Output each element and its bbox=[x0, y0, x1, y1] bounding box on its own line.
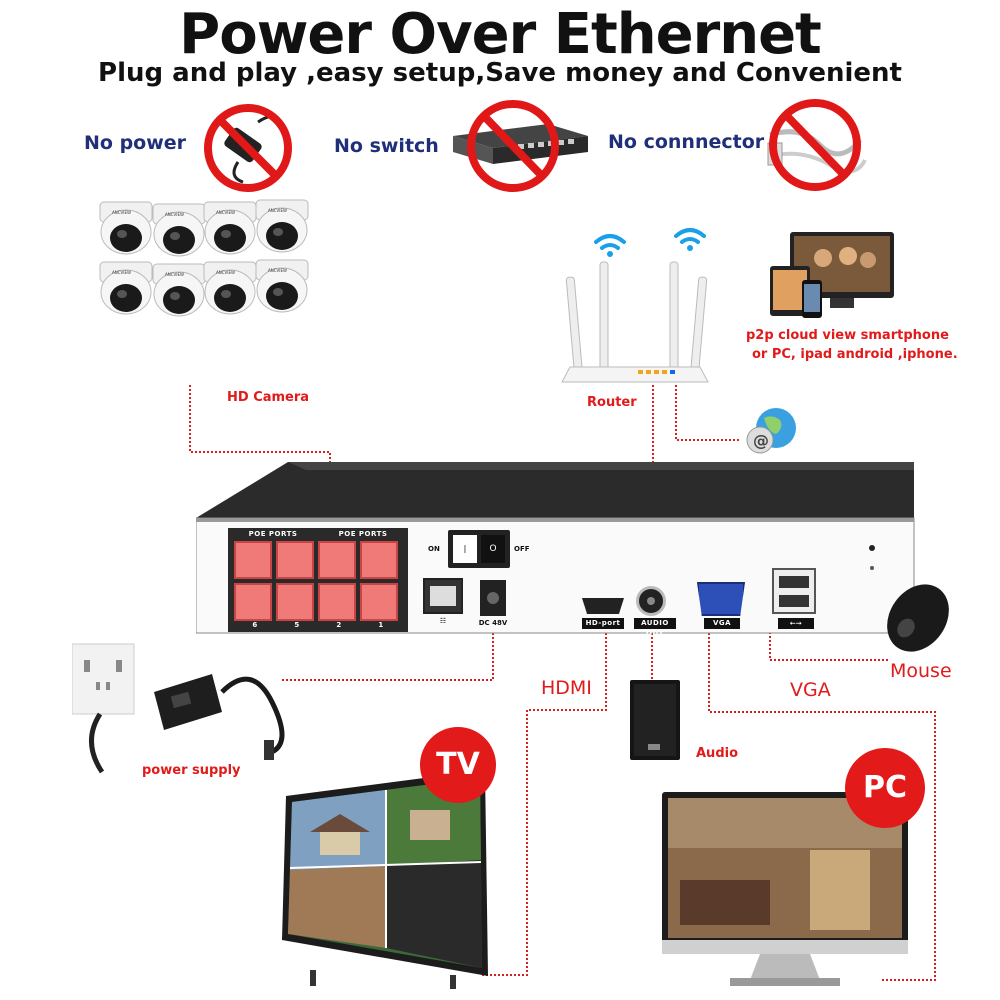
port-num-6: 6 bbox=[252, 621, 258, 629]
hd-port-label: HD-port bbox=[585, 619, 621, 627]
vga-port-label: VGA bbox=[712, 619, 732, 627]
page-title: Power Over Ethernet bbox=[179, 2, 822, 67]
p2p-label-line1: p2p cloud view smartphone bbox=[746, 328, 949, 343]
svg-text:@: @ bbox=[753, 431, 769, 450]
no-power-label: No power bbox=[84, 132, 187, 154]
power-switch[interactable]: | O bbox=[448, 530, 510, 568]
no-switch-icon bbox=[453, 100, 588, 192]
port-num-5: 5 bbox=[294, 621, 300, 629]
lan-port[interactable] bbox=[423, 578, 463, 614]
router-label: Router bbox=[587, 395, 637, 410]
poe-ports-label-right: POE PORTS bbox=[338, 530, 388, 538]
lan-port-icon: ☷ bbox=[439, 617, 447, 625]
no-connector-label: No connnector bbox=[608, 131, 765, 153]
dc-label: DC 48V bbox=[478, 619, 508, 627]
poe-port-5[interactable] bbox=[276, 541, 314, 579]
poe-port-2[interactable] bbox=[318, 541, 356, 579]
poe-port-3[interactable] bbox=[360, 583, 398, 621]
tv-badge: TV bbox=[420, 727, 496, 803]
pc-badge: PC bbox=[845, 748, 925, 828]
no-power-adapter-icon bbox=[204, 104, 292, 192]
dc-power-jack[interactable] bbox=[480, 580, 506, 616]
view-devices-icon bbox=[770, 232, 894, 318]
vga-label: VGA bbox=[790, 679, 831, 701]
vga-port[interactable] bbox=[697, 582, 745, 616]
usb-icon: ⭠⭢ bbox=[789, 619, 803, 627]
port-num-2: 2 bbox=[336, 621, 342, 629]
poe-ports-panel: POE PORTS POE PORTS 6 5 2 1 bbox=[228, 528, 408, 632]
hd-camera-label: HD Camera bbox=[227, 390, 310, 405]
power-supply-icon bbox=[72, 643, 285, 774]
audio-label: Audio bbox=[696, 746, 739, 761]
no-switch-label: No switch bbox=[334, 135, 439, 157]
poe-port-1[interactable] bbox=[360, 541, 398, 579]
hdmi-port[interactable] bbox=[582, 598, 624, 614]
power-supply-label: power supply bbox=[142, 763, 241, 778]
mouse-label: Mouse bbox=[890, 660, 952, 682]
off-label: OFF bbox=[514, 545, 530, 553]
on-label: ON bbox=[428, 545, 440, 553]
router-icon bbox=[561, 228, 709, 383]
tv-icon bbox=[282, 770, 488, 989]
page-subtitle: Plug and play ,easy setup,Save money and… bbox=[98, 58, 902, 88]
port-num-1: 1 bbox=[378, 621, 384, 629]
poe-port-6[interactable] bbox=[234, 541, 272, 579]
speaker-icon bbox=[630, 680, 680, 760]
internet-globe-icon: @ bbox=[746, 408, 796, 454]
poe-port-8[interactable] bbox=[234, 583, 272, 621]
hdmi-label: HDMI bbox=[541, 677, 592, 699]
mouse-icon bbox=[887, 584, 949, 652]
p2p-label-line2: or PC, ipad android ,iphone. bbox=[752, 347, 958, 362]
no-connector-icon bbox=[767, 99, 867, 191]
poe-ports-label-left: POE PORTS bbox=[248, 530, 298, 538]
audio-out-jack[interactable] bbox=[636, 586, 666, 616]
poe-port-4[interactable] bbox=[318, 583, 356, 621]
usb-ports[interactable] bbox=[772, 568, 816, 614]
audio-out-label: AUDIO OUT bbox=[641, 619, 669, 638]
poe-port-7[interactable] bbox=[276, 583, 314, 621]
